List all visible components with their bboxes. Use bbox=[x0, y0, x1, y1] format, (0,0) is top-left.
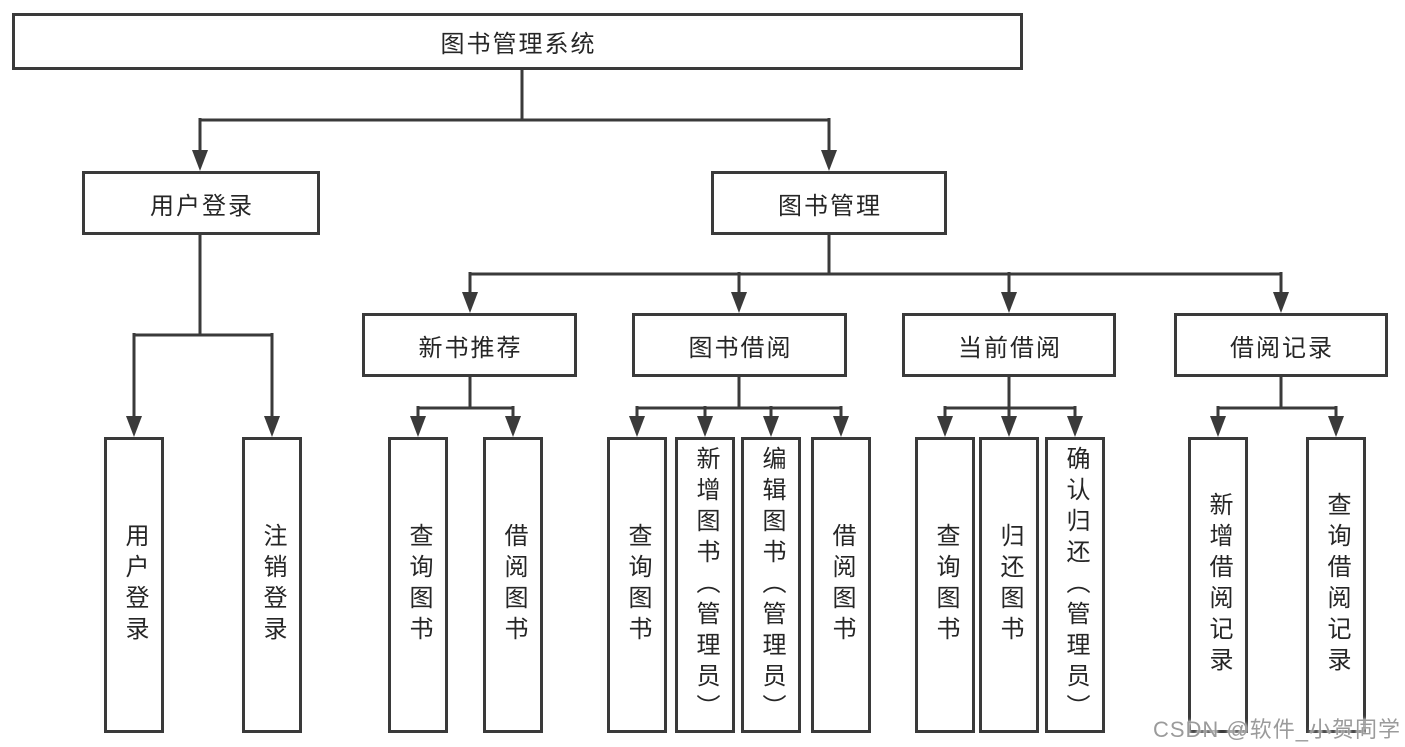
connector-book-borrowing bbox=[635, 377, 843, 419]
node-current-borrowing-label: 当前借阅 bbox=[958, 334, 1062, 362]
leaf-nbr-borrow-books: 借阅图书 bbox=[483, 437, 543, 733]
leaf-user-login-label: 用户登录 bbox=[121, 523, 148, 647]
leaf-bb-query-books: 查询图书 bbox=[607, 437, 667, 733]
leaf-br-query-record: 查询借阅记录 bbox=[1306, 437, 1366, 733]
node-book-management-label: 图书管理 bbox=[778, 192, 882, 220]
leaf-cb-confirm-return-admin: 确认归还（管理员） bbox=[1045, 437, 1105, 733]
connector-new-book-recommend bbox=[416, 377, 515, 419]
csdn-watermark: CSDN @软件_小贺同学 bbox=[1152, 717, 1401, 742]
leaf-logout: 注销登录 bbox=[242, 437, 302, 733]
node-borrowing-records-label: 借阅记录 bbox=[1230, 334, 1334, 362]
leaf-nbr-borrow-books-label: 借阅图书 bbox=[500, 523, 527, 647]
node-borrowing-records: 借阅记录 bbox=[1174, 313, 1388, 377]
leaf-cb-return-books-label: 归还图书 bbox=[996, 523, 1023, 647]
leaf-bb-add-books-admin: 新增图书（管理员） bbox=[675, 437, 735, 733]
leaf-bb-borrow-books: 借阅图书 bbox=[811, 437, 871, 733]
leaf-bb-edit-books-admin-label: 编辑图书（管理员） bbox=[758, 445, 785, 725]
node-root: 图书管理系统 bbox=[12, 13, 1023, 70]
connector-current-borrowing bbox=[943, 377, 1077, 419]
node-book-borrowing: 图书借阅 bbox=[632, 313, 847, 377]
node-current-borrowing: 当前借阅 bbox=[902, 313, 1116, 377]
leaf-br-add-record: 新增借阅记录 bbox=[1188, 437, 1248, 733]
node-book-management: 图书管理 bbox=[711, 171, 947, 235]
node-user-login-label: 用户登录 bbox=[150, 192, 254, 220]
node-book-borrowing-label: 图书借阅 bbox=[688, 334, 793, 362]
leaf-cb-query-books: 查询图书 bbox=[915, 437, 975, 733]
connector-user-login bbox=[132, 235, 274, 419]
node-new-book-recommend-label: 新书推荐 bbox=[418, 334, 523, 362]
leaf-br-add-record-label: 新增借阅记录 bbox=[1205, 492, 1232, 678]
leaf-nbr-query-books: 查询图书 bbox=[388, 437, 448, 733]
leaf-br-query-record-label: 查询借阅记录 bbox=[1323, 492, 1350, 678]
leaf-bb-borrow-books-label: 借阅图书 bbox=[828, 523, 855, 647]
leaf-logout-label: 注销登录 bbox=[259, 523, 286, 647]
leaf-user-login: 用户登录 bbox=[104, 437, 164, 733]
leaf-cb-return-books: 归还图书 bbox=[979, 437, 1039, 733]
leaf-cb-confirm-return-admin-label: 确认归还（管理员） bbox=[1062, 445, 1089, 725]
node-new-book-recommend: 新书推荐 bbox=[362, 313, 577, 377]
leaf-nbr-query-books-label: 查询图书 bbox=[405, 523, 432, 647]
connector-root bbox=[198, 68, 831, 153]
node-root-label: 图书管理系统 bbox=[440, 31, 597, 58]
leaf-bb-edit-books-admin: 编辑图书（管理员） bbox=[741, 437, 801, 733]
leaf-cb-query-books-label: 查询图书 bbox=[932, 523, 959, 647]
connector-book-management bbox=[468, 235, 1283, 295]
node-user-login: 用户登录 bbox=[82, 171, 320, 235]
connector-borrowing-records bbox=[1216, 377, 1338, 419]
leaf-bb-query-books-label: 查询图书 bbox=[624, 523, 651, 647]
leaf-bb-add-books-admin-label: 新增图书（管理员） bbox=[692, 445, 719, 725]
